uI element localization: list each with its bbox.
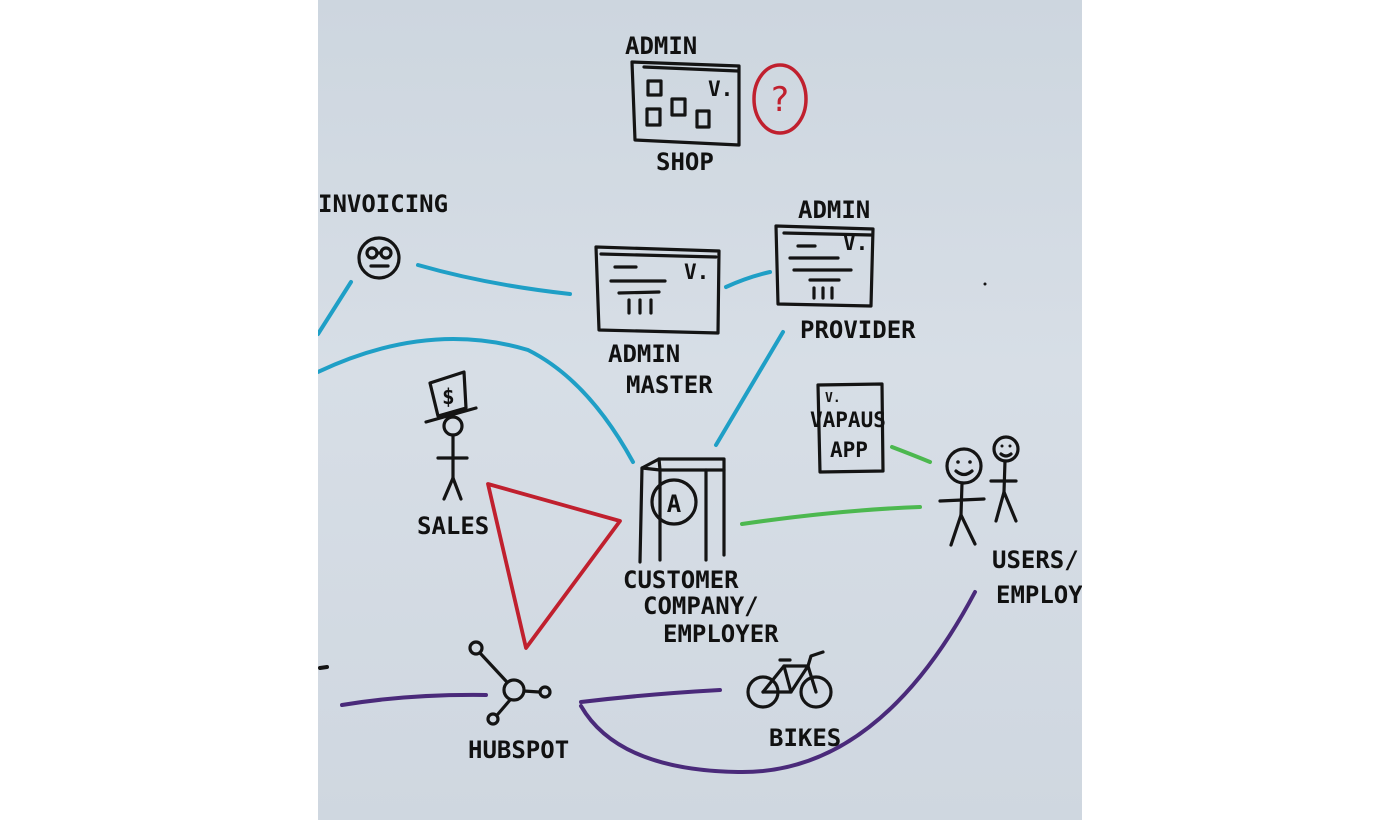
admin-master-label-line1: ADMIN [608, 340, 680, 368]
connector-left-customer [318, 337, 635, 464]
vapaus-app-phone-icon: V. VAPAUS APP [810, 382, 886, 474]
admin-master-label-line2: MASTER [626, 371, 713, 399]
connector-customer-users [740, 505, 922, 526]
admin-shop-bottom-label: SHOP [656, 148, 714, 176]
admin-provider-screen-icon: V. [774, 224, 875, 308]
invoicing-label: INVOICING [318, 190, 448, 218]
vapaus-app-label-line1: VAPAUS [810, 408, 886, 432]
sales-triangle [486, 482, 622, 650]
connector-provider-customer [714, 330, 785, 447]
hubspot-icon [468, 640, 552, 726]
invoicing-face-icon [357, 236, 401, 280]
bike-icon [746, 650, 833, 709]
sales-label: SALES [417, 512, 489, 540]
customer-label-line3: EMPLOYER [663, 620, 779, 648]
connector-hubspot-users [579, 590, 977, 775]
bikes-label: BIKES [769, 724, 841, 752]
edge-mark [318, 665, 329, 670]
admin-master-screen-icon: V. [594, 245, 721, 335]
users-label-line2: EMPLOY [996, 581, 1082, 609]
users-label-line1: USERS/ [992, 546, 1079, 574]
question-mark-glyph: ? [771, 80, 789, 120]
app-mark: V. [825, 391, 841, 406]
question-mark-icon: ? [752, 63, 808, 135]
connector-invoicing-admin-master [416, 263, 572, 296]
users-people-icon [938, 435, 1020, 547]
admin-shop-top-label: ADMIN [625, 32, 697, 60]
admin-provider-bottom-label: PROVIDER [800, 316, 916, 344]
customer-label-line2: COMPANY/ [643, 592, 759, 620]
connector-master-provider [724, 270, 772, 289]
connector-hubspot-bikes [579, 688, 722, 704]
shop-screen-mark: V. [708, 77, 733, 101]
architecture-diagram: ADMIN V. SHOP ? INVOICING ADMIN V. PROVI… [318, 32, 1082, 775]
vapaus-app-label-line2: APP [830, 438, 868, 462]
hubspot-label: HUBSPOT [468, 736, 569, 764]
customer-building-icon: A [638, 457, 726, 564]
shop-screen-icon: V. [630, 60, 741, 147]
master-screen-mark: V. [684, 260, 709, 284]
provider-screen-mark: V. [843, 231, 868, 255]
building-mark: A [667, 490, 682, 518]
sales-dollar-mark: $ [442, 385, 455, 409]
connector-left-hubspot [340, 692, 488, 707]
sales-person-icon: $ [424, 370, 478, 501]
connector-app-users [890, 445, 932, 464]
customer-label-line1: CUSTOMER [623, 566, 739, 594]
connector-invoicing-left [318, 280, 353, 336]
whiteboard-paper: ADMIN V. SHOP ? INVOICING ADMIN V. PROVI… [318, 0, 1082, 820]
paper-dot [983, 282, 987, 286]
admin-provider-top-label: ADMIN [798, 196, 870, 224]
